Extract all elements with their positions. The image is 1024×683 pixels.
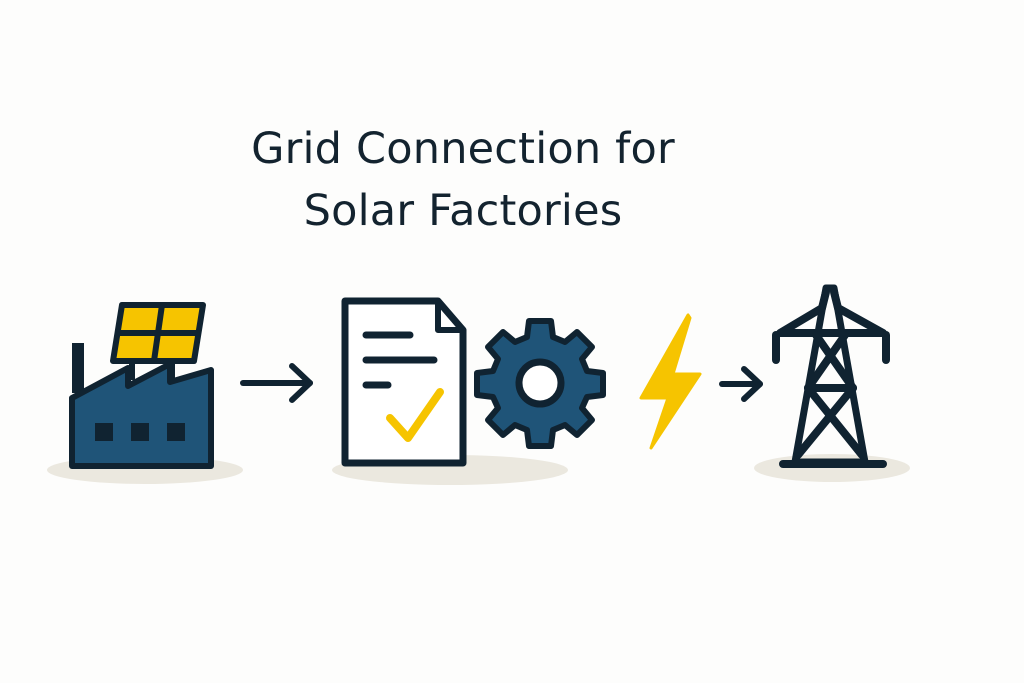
title-line-2: Solar Factories [303, 186, 623, 236]
approved-document-icon [341, 297, 467, 467]
lightning-bolt-icon [639, 313, 702, 450]
gear-icon [474, 318, 606, 449]
check-icon [386, 388, 444, 442]
title-line-1: Grid Connection for [251, 124, 675, 174]
arrow-right-icon [719, 366, 763, 402]
arrow-right-icon [240, 363, 313, 403]
solar-factory-icon [69, 302, 214, 469]
transmission-tower-icon [772, 284, 890, 468]
